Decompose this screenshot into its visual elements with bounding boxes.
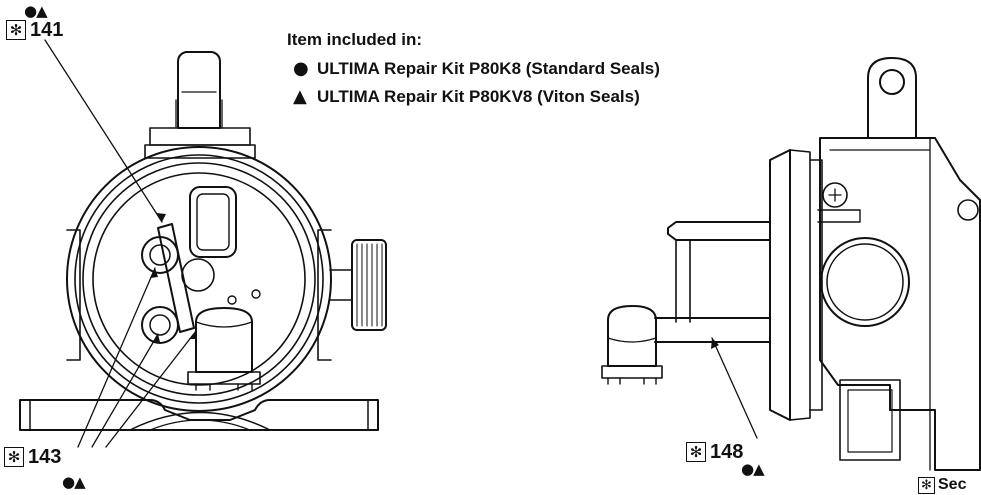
asterisk-box-icon: ✻ [918,476,935,494]
triangle-icon: ▲ [293,86,307,107]
cylinder-cap [187,307,261,391]
footnote-text: Sec [938,476,967,493]
legend-item-label: ULTIMA Repair Kit P80KV8 (Viton Seals) [317,86,640,106]
asterisk-box-icon: ✻ [4,447,24,467]
legend-item-viton-seals: ▲ ULTIMA Repair Kit P80KV8 (Viton Seals) [293,86,660,107]
valve-body [819,137,981,471]
pivot-link [157,223,195,333]
footnote: ✻ Sec [918,476,966,494]
circle-icon: ● [293,58,309,79]
leader-143-a [77,267,156,448]
callout-148-kit-marks: ●▲ [741,460,765,478]
part-number-143: 143 [28,446,62,468]
callout-143-kit-marks: ●▲ [62,473,86,491]
asterisk-box-icon: ✻ [686,442,706,462]
adjustment-knob [329,239,387,331]
flange-discs [769,149,791,421]
callout-143: ✻ 143 [4,447,61,467]
legend-title: Item included in: [287,30,423,49]
asterisk-box-icon: ✻ [6,20,26,40]
upper-guide-rod [667,221,771,241]
mounting-tab [867,57,917,139]
leader-141 [44,39,163,223]
callout-141-kit-marks: ●▲ [24,2,48,20]
callout-141: ✻ 141 [6,20,63,40]
part-number-148: 148 [710,441,744,463]
leader-143-b [91,333,159,448]
rectangular-port [189,186,237,258]
leader-148 [711,337,758,439]
legend-item-label: ULTIMA Repair Kit P80K8 (Standard Seals) [317,58,660,78]
top-handle [177,51,221,129]
legend-item-standard-seals: ● ULTIMA Repair Kit P80K8 (Standard Seal… [293,58,660,79]
front-view-assembly [19,51,387,431]
side-view-assembly [601,57,981,471]
side-sensor-cap [601,305,663,385]
base-plate [19,399,379,431]
part-number-141: 141 [30,19,64,41]
leader-143-c [105,330,197,448]
kit-legend: Item included in: ● ULTIMA Repair Kit P8… [287,30,660,114]
callout-148: ✻ 148 [686,442,743,462]
housing-outer-ring [66,146,332,412]
